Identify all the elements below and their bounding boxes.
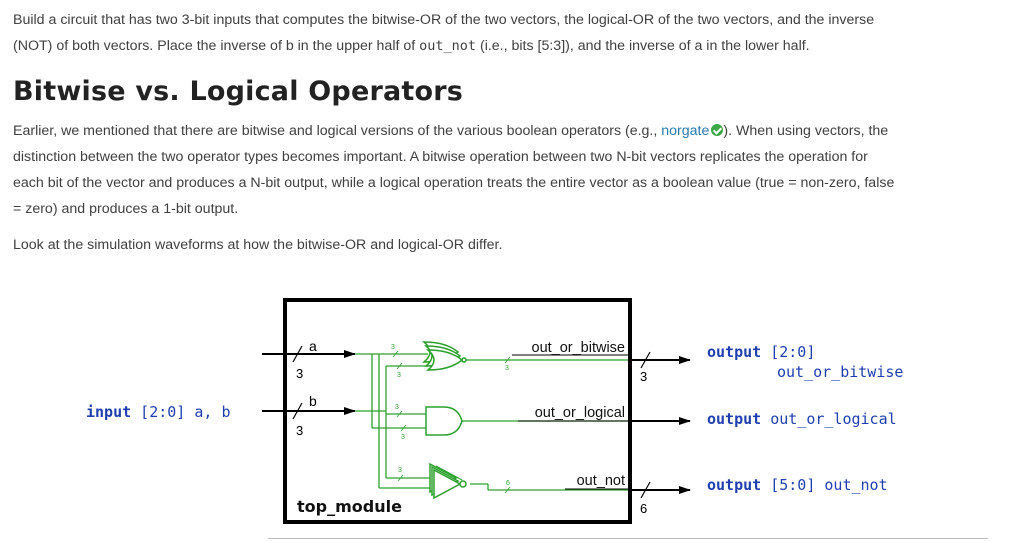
input-rest: [2:0] a, b — [131, 403, 230, 421]
out-2-name: out_or_logical — [770, 410, 896, 428]
out-2-keyword: output — [707, 410, 761, 428]
checkmark-icon — [711, 124, 724, 136]
bus-width: 3 — [391, 344, 395, 351]
out-not-code: out_not — [419, 38, 477, 54]
out-1-width: 3 — [640, 369, 647, 384]
out-3-decl: output [5:0] out_not — [707, 476, 888, 494]
out-1-decl: output [2:0] — [707, 343, 815, 361]
section-heading: Bitwise vs. Logical Operators — [13, 76, 464, 107]
logical-or-gate — [425, 406, 463, 436]
bus-width: 3 — [397, 372, 401, 379]
module-name: top_module — [297, 497, 402, 516]
out-3-range: [5:0] — [770, 476, 815, 494]
paragraph-line-2: distinction between the two operator typ… — [13, 149, 868, 165]
waveform-paragraph: Look at the simulation waveforms at how … — [13, 237, 503, 253]
out-or-bitwise-port: out_or_bitwise — [532, 340, 626, 356]
section-divider — [268, 538, 988, 539]
out-not-port: out_not — [577, 473, 625, 489]
input-b-width: 3 — [296, 423, 303, 438]
input-keyword: input — [86, 403, 131, 421]
input-a-width: 3 — [296, 366, 303, 381]
bus-width: 3 — [395, 404, 399, 411]
intro-paragraph: Build a circuit that has two 3-bit input… — [13, 7, 998, 59]
bus-width: 6 — [506, 480, 510, 487]
internal-wiring — [355, 353, 628, 491]
intro-line-2-end: (i.e., bits [5:3]), and the inverse of a… — [476, 38, 810, 54]
out-or-logical-port: out_or_logical — [535, 405, 625, 421]
internal-bus-widths: 3 3 3 3 3 3 6 — [391, 344, 510, 487]
output-declarations: output [2:0] out_or_bitwise output out_o… — [707, 343, 903, 494]
out-3-bus-slash — [640, 481, 651, 499]
bus-width: 3 — [398, 467, 402, 474]
input-a-bus-slash — [292, 345, 303, 363]
port-b-label: b — [309, 393, 317, 409]
out-1-decl-name: out_or_bitwise — [777, 363, 903, 381]
intro-line-2-start: (NOT) of both vectors. Place the inverse… — [13, 38, 420, 54]
operators-paragraph: Earlier, we mentioned that there are bit… — [13, 118, 998, 222]
internal-bus-ticks — [392, 350, 511, 494]
bus-width: 3 — [401, 434, 405, 441]
out-3-width: 6 — [640, 501, 647, 516]
paragraph-line-1-start: Earlier, we mentioned that there are bit… — [13, 123, 662, 139]
paragraph-line-3: each bit of the vector and produces a N-… — [13, 175, 895, 191]
paragraph-line-4: = zero) and produces a 1-bit output. — [13, 201, 239, 217]
out-3-name: out_not — [824, 476, 887, 494]
out-1-keyword: output — [707, 343, 761, 361]
out-1-range: [2:0] — [770, 343, 815, 361]
bus-width: 3 — [505, 365, 509, 372]
bitwise-or-gate — [421, 341, 467, 371]
out-3-keyword: output — [707, 476, 761, 494]
input-declaration: input [2:0] a, b — [86, 403, 231, 421]
out-1-bus-slash — [640, 351, 651, 369]
port-a-label: a — [309, 338, 317, 354]
out-2-decl: output out_or_logical — [707, 410, 897, 428]
norgate-link[interactable]: norgate — [661, 123, 710, 139]
paragraph-line-1-end: ). When using vectors, the — [723, 123, 889, 139]
input-b-bus-slash — [292, 402, 303, 420]
not-gate — [429, 462, 467, 500]
intro-line-1: Build a circuit that has two 3-bit input… — [13, 12, 875, 28]
